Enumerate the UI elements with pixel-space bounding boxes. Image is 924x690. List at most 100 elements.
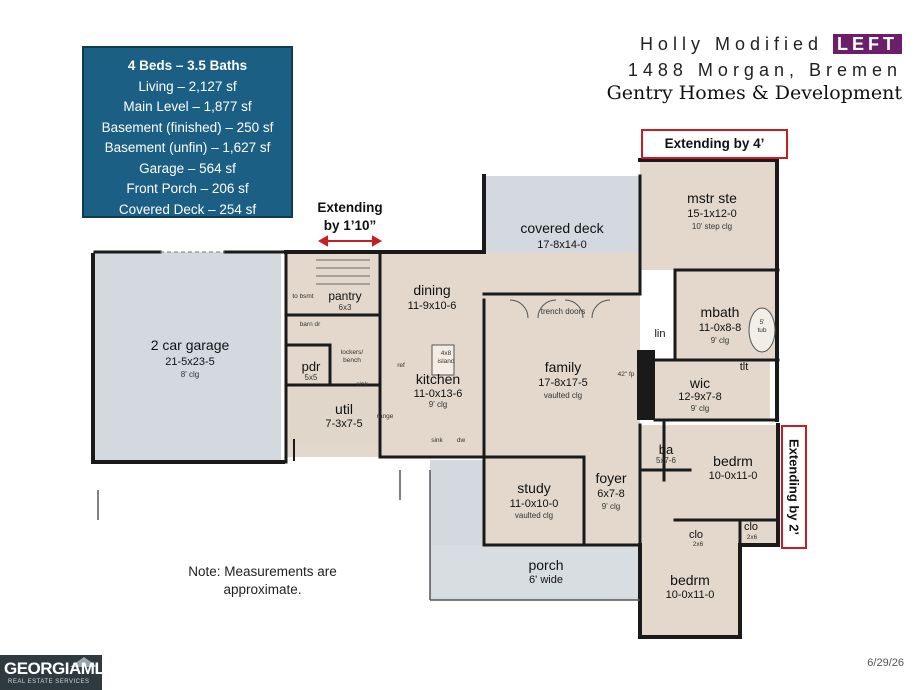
clo2-name: clo <box>744 521 758 533</box>
pantry-name: pantry <box>328 289 361 303</box>
porch-rails <box>97 470 640 601</box>
extend-garage-line1: Extending <box>317 200 383 215</box>
pdr-dim: 5x5 <box>305 373 318 382</box>
foyer-note: 9' clg <box>602 502 620 511</box>
family-name: family <box>545 359 582 375</box>
info-box: 4 Beds – 3.5 Baths Living – 2,127 sf Mai… <box>82 46 293 218</box>
tub-label-2: tub <box>757 327 766 334</box>
note-line2: approximate. <box>223 582 302 597</box>
family-dim: 17-8x17-5 <box>538 377 588 389</box>
foyer-area <box>584 430 640 545</box>
covered-deck-name: covered deck <box>520 220 604 236</box>
wic-name: wic <box>689 375 710 391</box>
info-line-basement-finished: Basement (finished) – 250 sf <box>101 119 274 135</box>
kitchen-island <box>431 344 455 376</box>
extend-arrow <box>317 235 383 247</box>
info-line-covered-deck: Covered Deck – 254 sf <box>118 201 257 217</box>
extend-garage-callout: Extending by 1’10” <box>300 199 400 235</box>
clo1-name: clo <box>689 529 703 541</box>
date-stamp: 6/29/26 <box>867 657 904 669</box>
kitchen-note: 9' clg <box>429 400 447 409</box>
garage-name: 2 car garage <box>151 337 230 353</box>
mbath-name: mbath <box>701 304 740 320</box>
info-line-living: Living – 2,127 sf <box>138 78 237 94</box>
info-line-garage: Garage – 564 sf <box>139 160 236 176</box>
util-area <box>290 385 380 445</box>
ba-name: ba <box>659 442 674 457</box>
lin-name: lin <box>654 328 665 340</box>
bedrm2-area <box>640 545 740 637</box>
clo1-dim: 2x6 <box>693 541 704 548</box>
porch-front-area <box>432 545 638 597</box>
to-bsmt-label: to bsmt <box>292 293 314 300</box>
note-line1: Note: Measurements are <box>188 564 337 579</box>
mls-sub: REAL ESTATE SERVICES <box>8 679 90 685</box>
roof-icon <box>70 657 98 667</box>
kitchen-dim: 11-0x13-6 <box>414 388 463 400</box>
wic-note: 9' clg <box>691 404 709 413</box>
study-dim: 11-0x10-0 <box>510 498 559 510</box>
study-note: vaulted clg <box>515 511 553 520</box>
mbath-dim: 11-0x8-8 <box>699 322 742 334</box>
family-note: vaulted clg <box>544 391 582 400</box>
bedrm2-name: bedrm <box>670 572 710 588</box>
garage-note: 8' clg <box>181 370 199 379</box>
master-name: mstr ste <box>687 190 737 206</box>
foyer-name: foyer <box>595 470 626 486</box>
mbath-note: 9' clg <box>711 336 729 345</box>
util-name: util <box>335 401 353 417</box>
garage-dim: 21-5x23-5 <box>165 356 215 368</box>
ref-label: ref <box>397 362 405 369</box>
bench-label: bench <box>343 357 361 364</box>
plan-title: Holly Modified LEFT <box>640 34 902 55</box>
master-suite-area <box>640 160 777 270</box>
master-dim: 15-1x12-0 <box>687 208 737 220</box>
study-area <box>484 457 584 545</box>
dining-name: dining <box>413 282 450 298</box>
fireplace <box>637 350 655 420</box>
util-dim: 7-3x7-5 <box>325 418 362 430</box>
tub <box>748 307 776 353</box>
bedrm2-dim: 10-0x11-0 <box>666 589 715 601</box>
extend-garage-line2: by 1’10” <box>323 218 377 233</box>
pantry-dim: 6x3 <box>339 303 352 312</box>
extend-bedroom-callout: Extending by 2’ <box>781 425 807 549</box>
kitchen-name: kitchen <box>416 371 460 387</box>
study-name: study <box>517 480 550 496</box>
wic-dim: 12-9x7-8 <box>678 391 721 403</box>
walls <box>91 158 780 639</box>
dw-label: dw <box>457 437 466 444</box>
info-line-main-level: Main Level – 1,877 sf <box>123 99 252 114</box>
clo2-dim: 2x6 <box>747 534 758 541</box>
address: 1488 Morgan, Bremen <box>627 60 902 80</box>
fp-label: 42" fp <box>618 371 635 378</box>
georgia-mls-logo: GEORGIAMLS REAL ESTATE SERVICES <box>0 655 116 690</box>
garage-area <box>93 252 281 462</box>
range-label: range <box>377 413 394 420</box>
util-sink-label: sink <box>356 381 368 388</box>
covered-deck-dim: 17-8x14-0 <box>537 239 587 251</box>
master-note: 10' step clg <box>692 222 732 231</box>
info-header: 4 Beds – 3.5 Baths <box>127 58 248 73</box>
orientation-badge: LEFT <box>833 34 902 54</box>
stairs <box>316 259 370 285</box>
extend-master-callout: Extending by 4’ <box>641 129 788 159</box>
bedrm1-dim: 10-0x11-0 <box>709 470 758 482</box>
island-label-2: island <box>438 358 455 365</box>
pdr-name: pdr <box>302 359 321 374</box>
bedrm1-name: bedrm <box>713 453 753 469</box>
dining-dim: 11-9x10-6 <box>408 300 457 312</box>
island-label-1: 4x8 <box>441 350 452 357</box>
trench-doors-label: trench doors <box>541 307 585 316</box>
foyer-dim: 6x7-8 <box>597 488 625 500</box>
plan-name: Holly Modified <box>639 34 823 54</box>
wic-area <box>655 360 770 420</box>
trench-doors <box>509 299 611 319</box>
tub-label-1: 5' <box>760 319 765 326</box>
ba-dim: 5x7-6 <box>656 456 677 465</box>
barn-dr-label: barn dr <box>300 321 321 328</box>
kitchen-sink-label: sink <box>431 437 443 444</box>
porch-name: porch <box>528 557 563 573</box>
info-line-front-porch: Front Porch – 206 sf <box>126 181 249 196</box>
